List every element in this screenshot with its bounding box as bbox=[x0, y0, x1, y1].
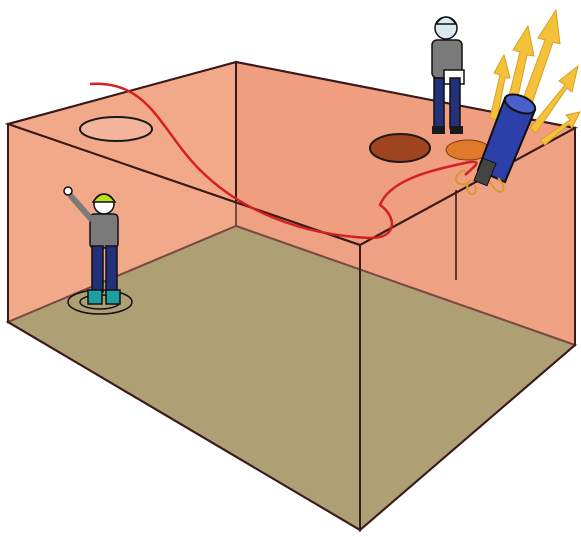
roof-opening bbox=[370, 134, 430, 162]
roof-hatch bbox=[80, 117, 152, 141]
